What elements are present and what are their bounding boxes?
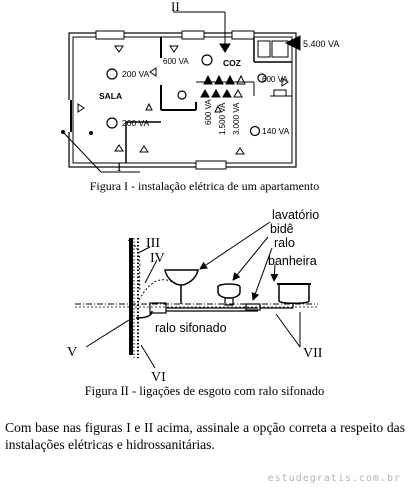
label-vi: VI xyxy=(151,370,166,385)
label-vii: VII xyxy=(303,346,323,361)
load-label-vertical-2: 1.500 VA xyxy=(218,102,227,135)
room-label-coz: COZ xyxy=(223,58,241,68)
fixture-label-lavatorio: lavatório xyxy=(272,208,319,222)
load-label-vertical-1: 600 VA xyxy=(204,99,213,125)
figure1-caption: Figura I - instalação elétrica de um apa… xyxy=(89,179,320,193)
load-label-corridor: 600 VA xyxy=(163,57,189,66)
cut-mark-ii: II xyxy=(171,0,180,14)
load-label-kitchen-bottom: 140 VA xyxy=(262,126,290,136)
fixture-label-bide: bidê xyxy=(270,222,294,236)
watermark: estudegratis.com.br xyxy=(267,473,401,484)
load-label-vertical-3: 3.000 VA xyxy=(232,102,241,135)
fixture-label-ralo-sifonado: ralo sifonado xyxy=(155,321,227,335)
label-v: V xyxy=(67,345,77,360)
load-label-sala-bottom: 200 VA xyxy=(122,118,150,128)
fixture-label-banheira: banheira xyxy=(268,254,317,268)
question-text: Com base nas figuras I e II acima, assin… xyxy=(5,420,405,452)
sewage-diagram xyxy=(75,221,318,369)
load-label-kitchen-right: 600 VA xyxy=(262,75,288,84)
room-label-sala: SALA xyxy=(99,91,122,101)
figure2-caption: Figura II - ligações de esgoto com ralo … xyxy=(84,384,325,398)
load-label-sala-top: 200 VA xyxy=(122,69,150,79)
floor-plan xyxy=(61,11,301,173)
fixture-label-ralo: ralo xyxy=(274,236,295,250)
label-iii: III xyxy=(146,236,160,251)
label-iv: IV xyxy=(150,251,165,266)
cut-mark-i: I xyxy=(117,159,121,174)
load-label-external: 5.400 VA xyxy=(303,39,339,49)
